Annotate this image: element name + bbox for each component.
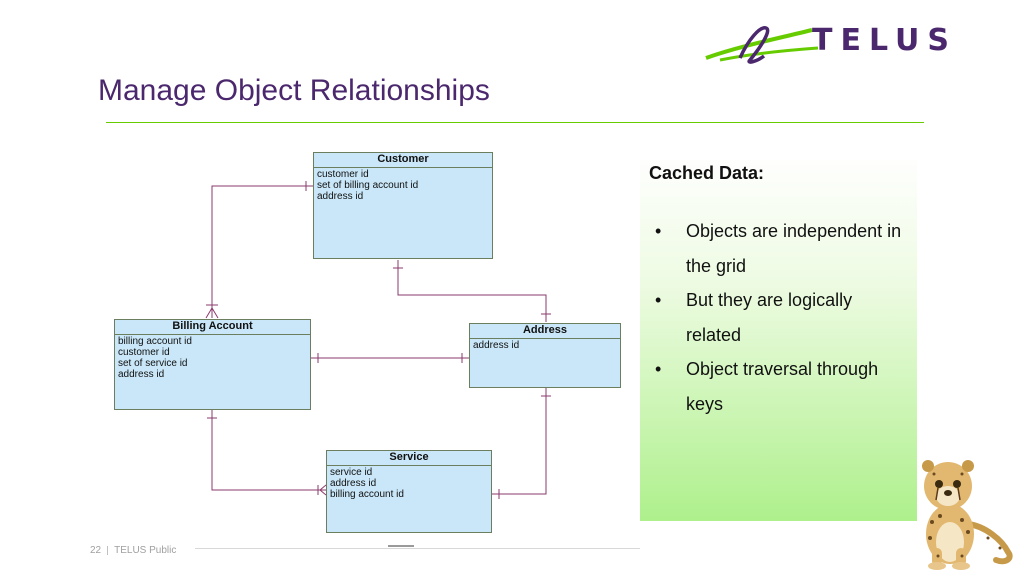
bullet-icon: • bbox=[655, 290, 662, 310]
entity-field: address id bbox=[473, 340, 520, 351]
entity-field: address id bbox=[118, 369, 165, 380]
footer-divider bbox=[195, 548, 640, 549]
entity-field: customer id bbox=[317, 169, 369, 180]
entity-title: Customer bbox=[314, 153, 492, 168]
bullet-icon: • bbox=[655, 359, 662, 379]
connector-address-service bbox=[492, 388, 547, 495]
cached-data-panel: Cached Data: • Objects are independent in… bbox=[640, 153, 917, 521]
entity-field: set of service id bbox=[118, 358, 188, 369]
bullet-text: Objects are independent in the grid bbox=[686, 221, 902, 276]
entity-field: customer id bbox=[118, 347, 170, 358]
bullet-list: • Objects are independent in the grid • Bu… bbox=[649, 214, 907, 421]
footer-separator bbox=[107, 545, 109, 555]
entity-field: address id bbox=[330, 478, 377, 489]
panel-title: Cached Data: bbox=[649, 163, 765, 183]
footer: 22 TELUS Public bbox=[90, 545, 176, 556]
bullet-icon: • bbox=[655, 221, 662, 241]
telus-wordmark: TELUS bbox=[812, 23, 957, 58]
bullet-text: Object traversal through keys bbox=[686, 359, 879, 414]
connector-customer-address bbox=[397, 260, 547, 322]
bullet-text: But they are logically related bbox=[686, 290, 853, 345]
list-item: • Object traversal through keys bbox=[649, 352, 904, 421]
slide-title: Manage Object Relationships bbox=[98, 74, 490, 107]
entity-service: Service service id address id billing ac… bbox=[326, 450, 492, 533]
list-item: • Objects are independent in the grid bbox=[649, 214, 904, 283]
footer-mark bbox=[388, 545, 414, 547]
entity-title: Billing Account bbox=[115, 320, 310, 335]
title-divider bbox=[106, 122, 924, 123]
entity-title: Address bbox=[470, 324, 620, 339]
cheetah-mascot-icon bbox=[922, 460, 1013, 570]
connector-billing-service bbox=[211, 410, 326, 491]
entity-field: billing account id bbox=[330, 489, 404, 500]
classification-label: TELUS Public bbox=[114, 545, 177, 556]
entity-field: service id bbox=[330, 467, 373, 478]
entity-field: address id bbox=[317, 191, 364, 202]
entity-title: Service bbox=[327, 451, 491, 466]
telus-logo: TELUS bbox=[705, 23, 957, 64]
entity-field: billing account id bbox=[118, 336, 192, 347]
connector-customer-billing bbox=[211, 185, 313, 318]
page-number: 22 bbox=[90, 545, 102, 556]
list-item: • But they are logically related bbox=[649, 283, 904, 352]
entity-customer: Customer customer id set of billing acco… bbox=[313, 152, 493, 259]
entity-field: set of billing account id bbox=[317, 180, 419, 191]
entity-billing-account: Billing Account billing account id custo… bbox=[114, 319, 311, 410]
telus-swoosh-icon bbox=[705, 26, 819, 64]
entity-address: Address address id bbox=[469, 323, 621, 388]
